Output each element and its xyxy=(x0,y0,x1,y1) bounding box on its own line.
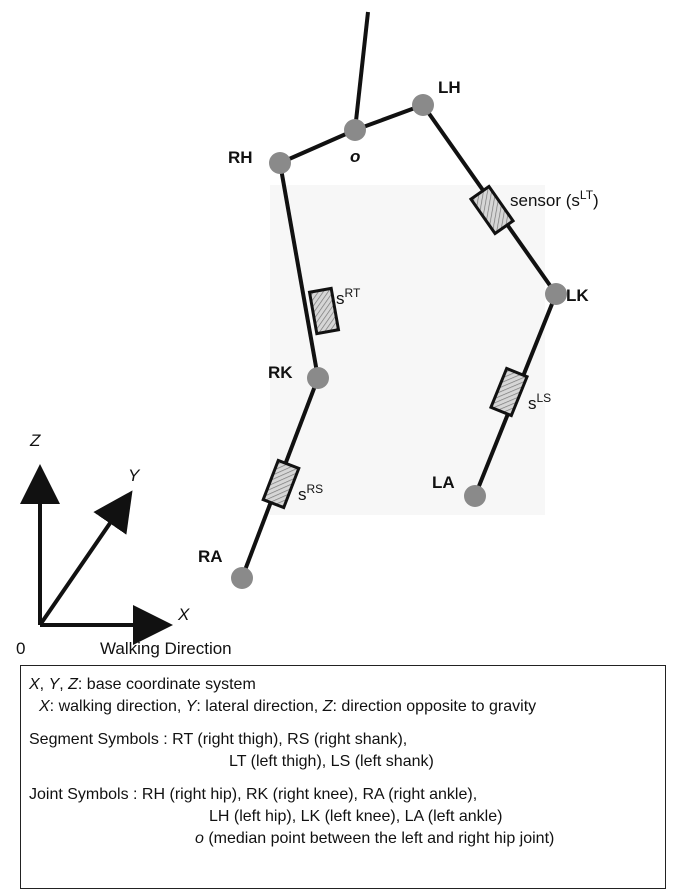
right-thigh-segment xyxy=(278,162,320,379)
joint-ra xyxy=(231,567,253,589)
sensor-left-shank xyxy=(488,366,530,418)
legend-coords-line2: X: walking direction, Y: lateral directi… xyxy=(39,698,537,715)
joint-o xyxy=(344,119,366,141)
label-lk: LK xyxy=(566,286,589,305)
legend-segments-line1: Segment Symbols : RT (right thigh), RS (… xyxy=(29,731,408,748)
label-o: o xyxy=(350,147,360,166)
y-axis-arrow xyxy=(38,490,133,627)
label-lh: LH xyxy=(438,78,461,97)
legend-joints-line2: LH (left hip), LK (left knee), LA (left … xyxy=(209,808,503,825)
label-sensor-rs: sRS xyxy=(298,482,323,504)
label-ra: RA xyxy=(198,547,223,566)
legend-joints-line3: o (median point between the left and rig… xyxy=(195,830,555,847)
pelvis-right-segment xyxy=(279,128,356,165)
label-sensor-ls: sLS xyxy=(528,391,551,413)
axis-label-z: Z xyxy=(29,431,41,450)
label-sensor-lt: sensor (sLT) xyxy=(510,188,599,210)
axes xyxy=(19,464,173,645)
legend-coords-line1: X, Y, Z: base coordinate system xyxy=(29,676,256,693)
sensor-right-shank xyxy=(261,458,301,510)
legend-box: X, Y, Z: base coordinate system X: walki… xyxy=(20,665,666,889)
pelvis-left-segment xyxy=(354,103,424,132)
joint-rh xyxy=(269,152,291,174)
axis-origin: 0 xyxy=(16,639,25,658)
gait-model-diagram: o RH LH LK RK LA RA sensor (sLT) sRT sRS… xyxy=(16,11,599,658)
label-la: LA xyxy=(432,473,455,492)
axis-x-caption: Walking Direction xyxy=(100,639,232,658)
legend-joints-line1: Joint Symbols : RH (right hip), RK (righ… xyxy=(29,786,478,803)
sensor-right-thigh xyxy=(307,286,341,336)
background-panel xyxy=(270,185,545,515)
joints xyxy=(231,94,567,589)
trunk-segment xyxy=(353,11,370,131)
sensor-left-thigh xyxy=(468,184,516,236)
axis-label-y: Y xyxy=(128,466,141,485)
axis-label-x: X xyxy=(177,605,190,624)
joint-lk xyxy=(545,283,567,305)
joint-rk xyxy=(307,367,329,389)
legend-segments-line2: LT (left thigh), LS (left shank) xyxy=(229,753,434,770)
label-sensor-rt: sRT xyxy=(336,286,361,308)
joint-la xyxy=(464,485,486,507)
joint-lh xyxy=(412,94,434,116)
label-rh: RH xyxy=(228,148,253,167)
label-rk: RK xyxy=(268,363,293,382)
